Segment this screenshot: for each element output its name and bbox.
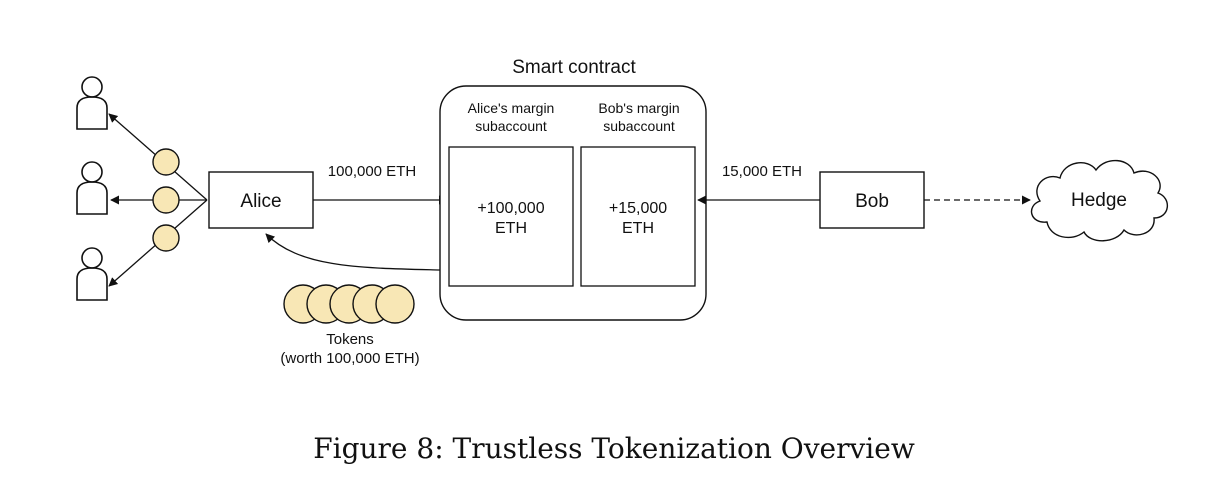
alice-subaccount-amount-line1: +100,000 [477, 200, 544, 217]
alice-subaccount-title-line2: subaccount [475, 118, 547, 134]
bob-subaccount-amount-line2: ETH [622, 220, 654, 237]
bob-subaccount-box [580, 146, 696, 287]
smart-contract-title: Smart contract [512, 57, 636, 78]
user-icon-middle [76, 161, 108, 215]
hedge-label: Hedge [1071, 190, 1127, 211]
hedge-cloud [1030, 159, 1168, 242]
bob-subaccount-title-line2: subaccount [603, 118, 675, 134]
bob-deposit-label: 15,000 ETH [722, 163, 802, 180]
tokens-label-line1: Tokens [326, 331, 374, 348]
bob-subaccount-title-line1: Bob's margin [598, 100, 679, 116]
user-icon-top [76, 76, 108, 130]
token-stack-coin-5 [375, 284, 415, 324]
tokens-label-line2: (worth 100,000 ETH) [280, 350, 419, 367]
alice-box [208, 171, 314, 229]
alice-subaccount-amount-line2: ETH [495, 220, 527, 237]
bob-label: Bob [855, 191, 889, 212]
token-circle-bottom [152, 224, 180, 252]
alice-subaccount-box [448, 146, 574, 287]
alice-deposit-label: 100,000 ETH [328, 163, 416, 180]
token-circle-top [152, 148, 180, 176]
figure-caption: Figure 8: Trustless Tokenization Overvie… [313, 432, 915, 465]
user-icon-bottom [76, 247, 108, 301]
alice-label: Alice [240, 191, 281, 212]
alice-subaccount-title-line1: Alice's margin [468, 100, 555, 116]
bob-subaccount-amount-line1: +15,000 [609, 200, 667, 217]
token-stack [283, 284, 415, 324]
token-circle-middle [152, 186, 180, 214]
arrow-contract-to-alice-tokens [265, 233, 441, 271]
